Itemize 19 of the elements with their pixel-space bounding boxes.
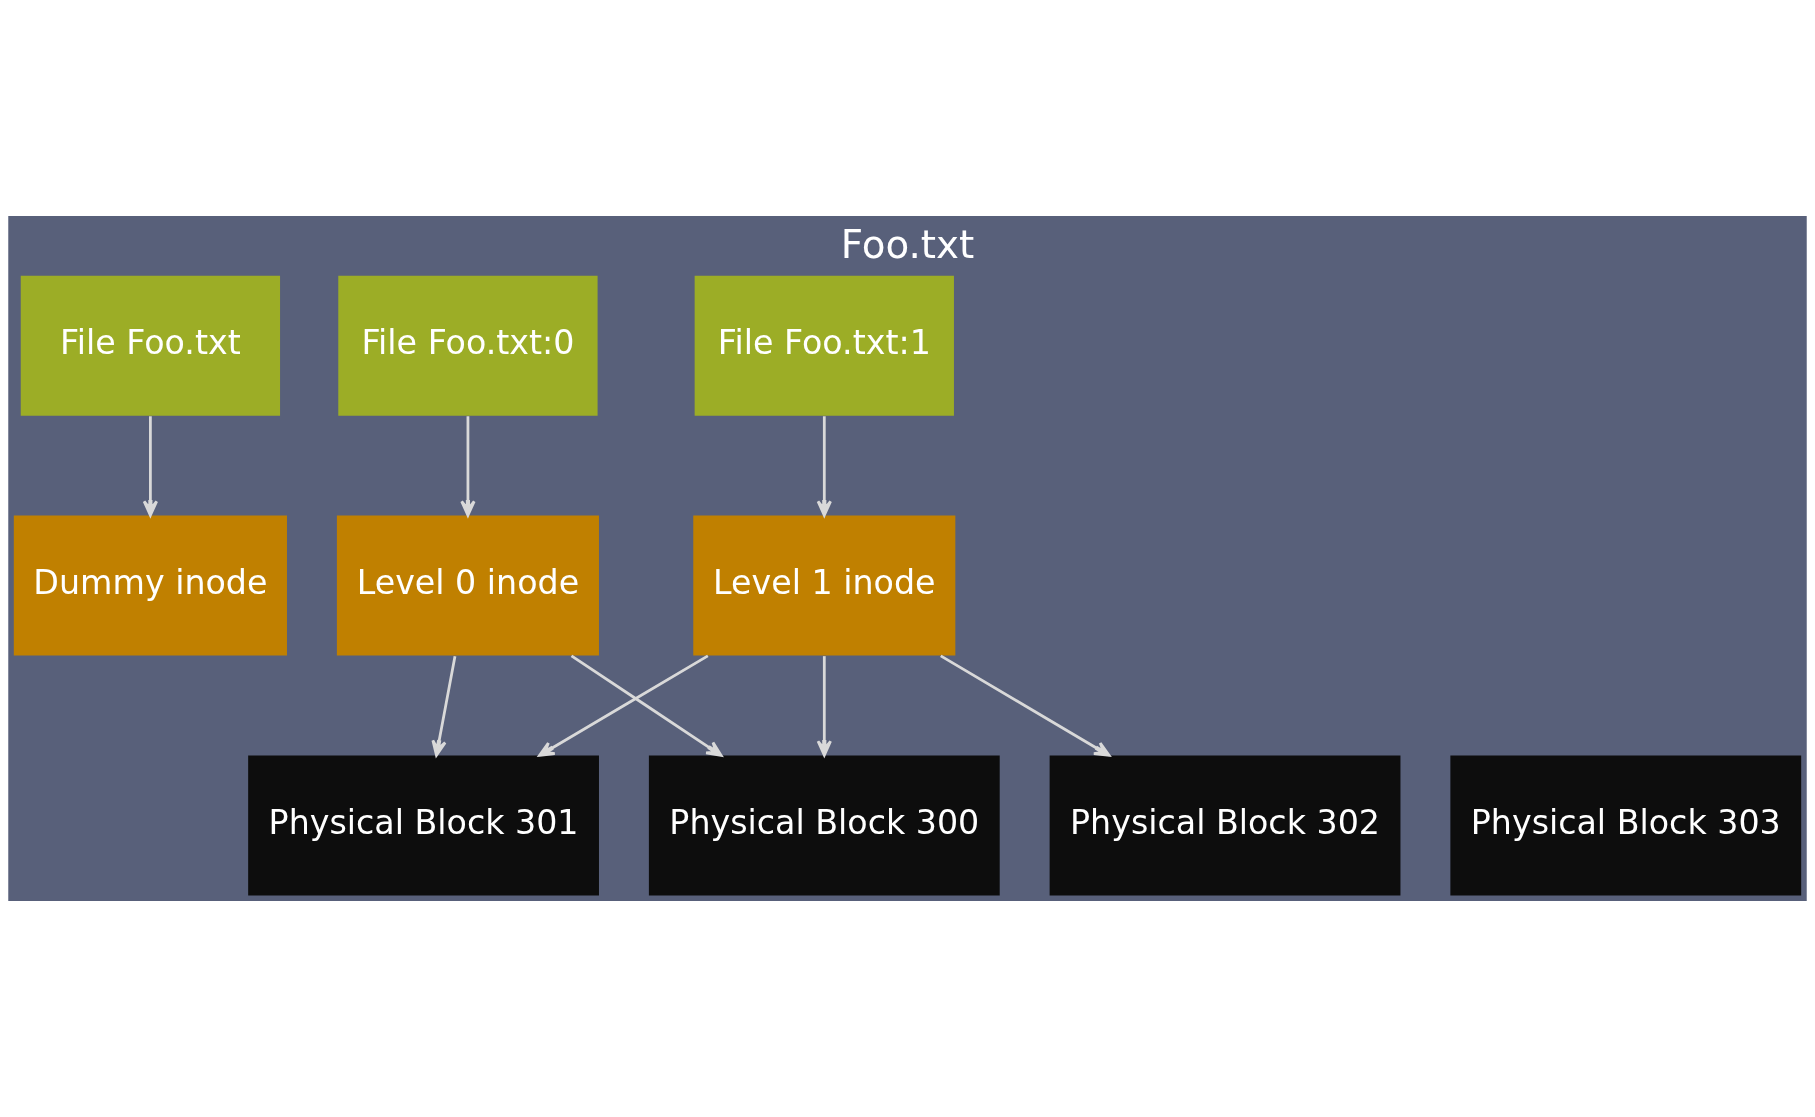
node-box: File Foo.txt — [20, 275, 281, 416]
node-box: File Foo.txt:1 — [694, 275, 954, 416]
node-box: Physical Block 300 — [648, 755, 1000, 896]
node-box: Level 1 inode — [693, 515, 956, 656]
arrow — [460, 416, 476, 517]
node-box: Dummy inode — [13, 515, 287, 656]
node-box: Physical Block 303 — [1450, 755, 1802, 896]
node-box: Physical Block 301 — [248, 755, 599, 896]
arrow — [816, 416, 832, 517]
node-box: Physical Block 302 — [1049, 755, 1401, 896]
arrow — [940, 654, 1111, 757]
node-box: Level 0 inode — [336, 515, 599, 656]
node-box: File Foo.txt:0 — [338, 275, 598, 416]
arrow — [570, 654, 723, 757]
arrow — [142, 416, 158, 517]
arrow — [816, 656, 832, 757]
diagram-title: Foo.txt — [840, 222, 975, 268]
arrow — [431, 655, 457, 757]
arrow — [538, 654, 709, 757]
